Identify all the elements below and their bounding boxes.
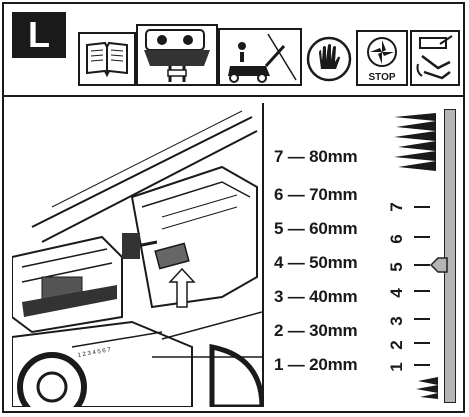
mower-illustration: 1 2 3 4 5 6 7	[12, 110, 262, 407]
adjust-lever-icon	[410, 30, 460, 86]
short-grass-icon	[416, 377, 438, 399]
lever-scale-text: 1 2 3 4 5 6 7	[77, 347, 112, 359]
glove-icon	[306, 34, 352, 84]
ruler-ticks	[414, 206, 430, 366]
height-label-6: 6 — 70mm	[274, 185, 358, 204]
tall-grass-icon	[394, 113, 436, 171]
section-badge: L	[12, 12, 66, 58]
height-label-4: 4 — 50mm	[274, 253, 358, 272]
stop-label: STOP	[368, 72, 395, 83]
height-label-3: 3 — 40mm	[274, 287, 358, 306]
instruction-panel: L	[2, 2, 465, 413]
gauge-pointer-icon	[430, 257, 448, 273]
mower-push-icon	[218, 28, 302, 86]
engine-view-icon	[136, 24, 218, 86]
header-bar: L	[4, 4, 463, 97]
cutting-height-scale: 7 — 80mm 6 — 70mm 5 — 60mm 4 — 50mm 3 — …	[262, 103, 459, 407]
height-label-7: 7 — 80mm	[274, 147, 358, 166]
height-label-1: 1 — 20mm	[274, 355, 358, 374]
manual-book-icon	[78, 32, 136, 86]
height-gauge-bar	[444, 109, 456, 403]
main-area: 1 2 3 4 5 6 7 7 — 80mm 6 — 70mm 5 — 60mm…	[4, 97, 463, 411]
height-label-5: 5 — 60mm	[274, 219, 358, 238]
height-label-2: 2 — 30mm	[274, 321, 358, 340]
blade-stop-icon: STOP	[356, 30, 408, 86]
